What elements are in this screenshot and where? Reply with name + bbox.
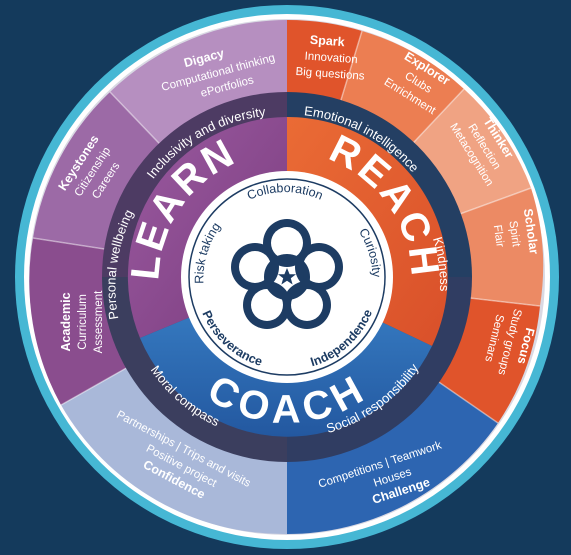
scholar-item-1: Spirit bbox=[506, 220, 522, 248]
flower-logo-icon bbox=[231, 219, 343, 329]
academic-item-2: Assessment bbox=[93, 290, 105, 353]
scholar-title: Scholar bbox=[521, 208, 541, 255]
word-collaboration: Collaboration bbox=[245, 181, 325, 203]
scholar-item-2: Flair bbox=[491, 224, 506, 248]
spark-item-2: Big questions bbox=[295, 66, 365, 83]
spark-item-1: Innovation bbox=[304, 50, 358, 66]
label-scholar: Scholar Spirit Flair bbox=[491, 208, 541, 255]
label-academic: Academic Curriculum Assessment bbox=[59, 290, 105, 353]
academic-title: Academic bbox=[59, 292, 73, 351]
spark-title: Spark bbox=[309, 33, 345, 49]
label-spark: Spark Innovation Big questions bbox=[295, 33, 365, 83]
academic-item-1: Curriculum bbox=[77, 294, 89, 350]
